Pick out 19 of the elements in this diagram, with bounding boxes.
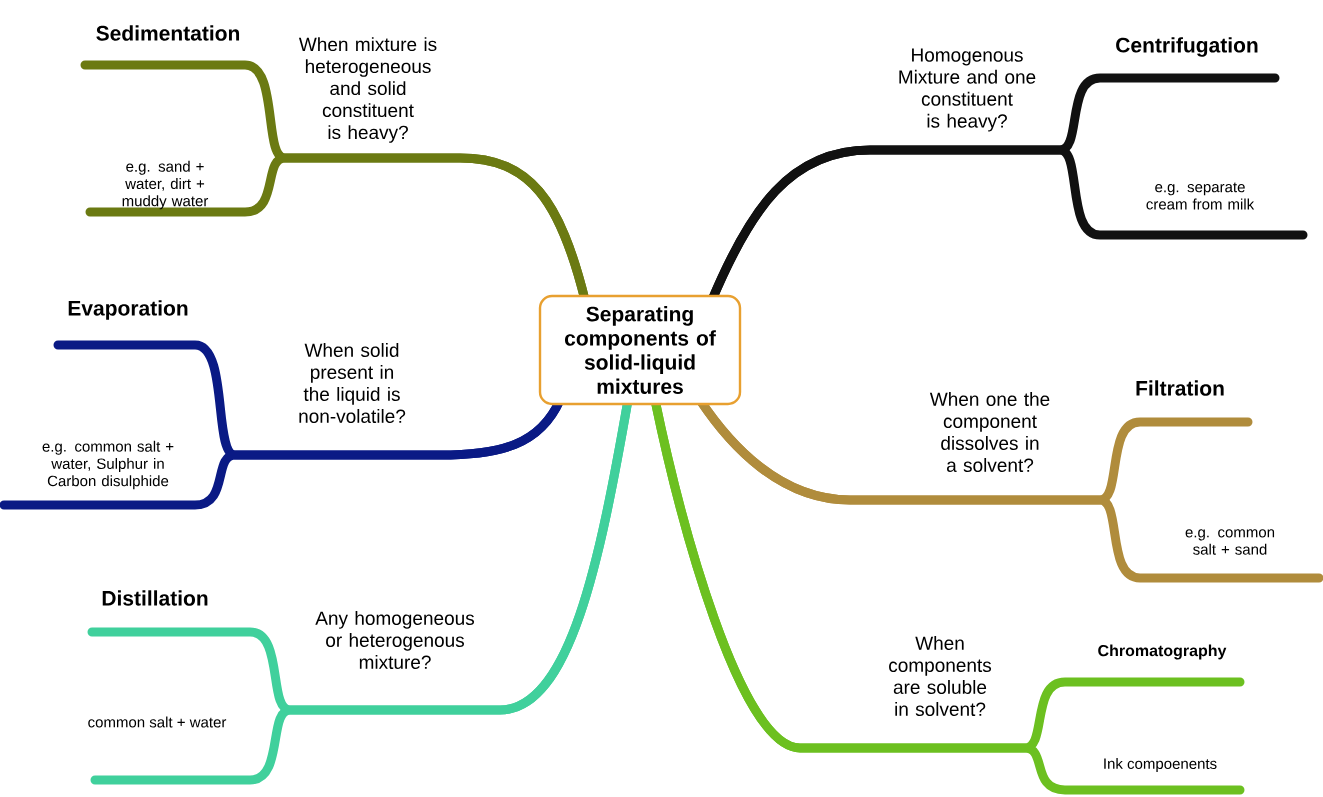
example-text: e.g. common salt + water, Sulphur in Carbon disulphide [42,440,174,490]
example-text: Ink compoenents [1104,758,1217,772]
example-text: e.g. common salt + sand [1185,529,1275,555]
edge-label: When components are soluble in solvent? [889,636,992,716]
branch-title: Centrifugation [1116,37,1258,57]
edge-label: When mixture is heterogeneous and solid constituent is heavy? [298,37,437,143]
edge-label: Homogenous Mixture and one constituent is heavy? [899,48,1036,132]
example-text: common salt + water [88,716,227,728]
edge-label: When one the component dissolves in a solvent? [929,392,1050,472]
branch-title: Sedimentation [96,25,240,41]
branch-title: Chromatography [1098,644,1227,660]
example-text: e.g. separate cream from milk [1146,182,1255,210]
edge-label: When solid present in the liquid is non-volatile? [299,343,406,423]
branch-title: Filtration [1136,380,1224,396]
edge-label: Any homogeneous or heterogenous mixture? [315,611,475,669]
example-text: e.g. sand + water, dirt + muddy water [122,160,209,210]
central-topic-box: Separating components of solid-liquid mixtures [538,294,742,406]
branch-title: Evaporation [68,300,188,320]
branch-title: Distillation [102,590,208,606]
